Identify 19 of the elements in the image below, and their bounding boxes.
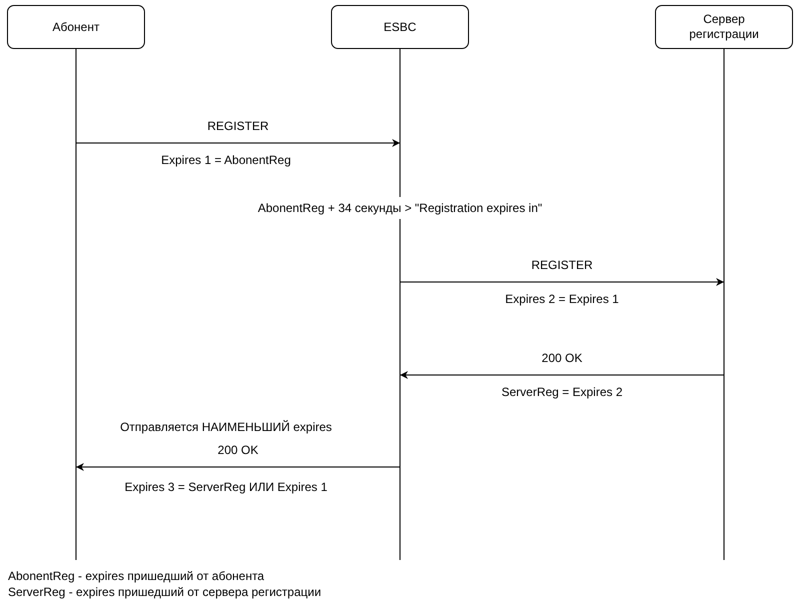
message-arrow	[76, 463, 400, 471]
message-label: REGISTER	[207, 119, 269, 133]
note-text: Отправляется НАИМЕНЬШИЙ expires	[120, 420, 332, 434]
note-text: Expires 2 = Expires 1	[505, 292, 619, 306]
note-text: ServerReg = Expires 2	[501, 385, 623, 399]
note-text: AbonentReg + 34 секунды > "Registration expires in"	[256, 197, 544, 219]
message-arrow	[400, 371, 724, 379]
message-arrow	[76, 139, 400, 147]
participant-box: ESBC	[331, 5, 469, 49]
note-text: Expires 3 = ServerReg ИЛИ Expires 1	[124, 480, 328, 494]
legend-note: ServerReg - expires пришедший от сервера регистрации	[8, 585, 322, 599]
message-arrow	[400, 278, 724, 286]
note-text: Expires 1 = AbonentReg	[161, 153, 291, 167]
message-label: REGISTER	[531, 258, 593, 272]
participant-box: Абонент	[7, 5, 145, 49]
message-label: 200 OK	[542, 351, 582, 365]
message-label: 200 OK	[218, 443, 258, 457]
legend-note: AbonentReg - expires пришедший от абонента	[8, 569, 264, 583]
participant-box: Сервер регистрации	[655, 5, 793, 49]
